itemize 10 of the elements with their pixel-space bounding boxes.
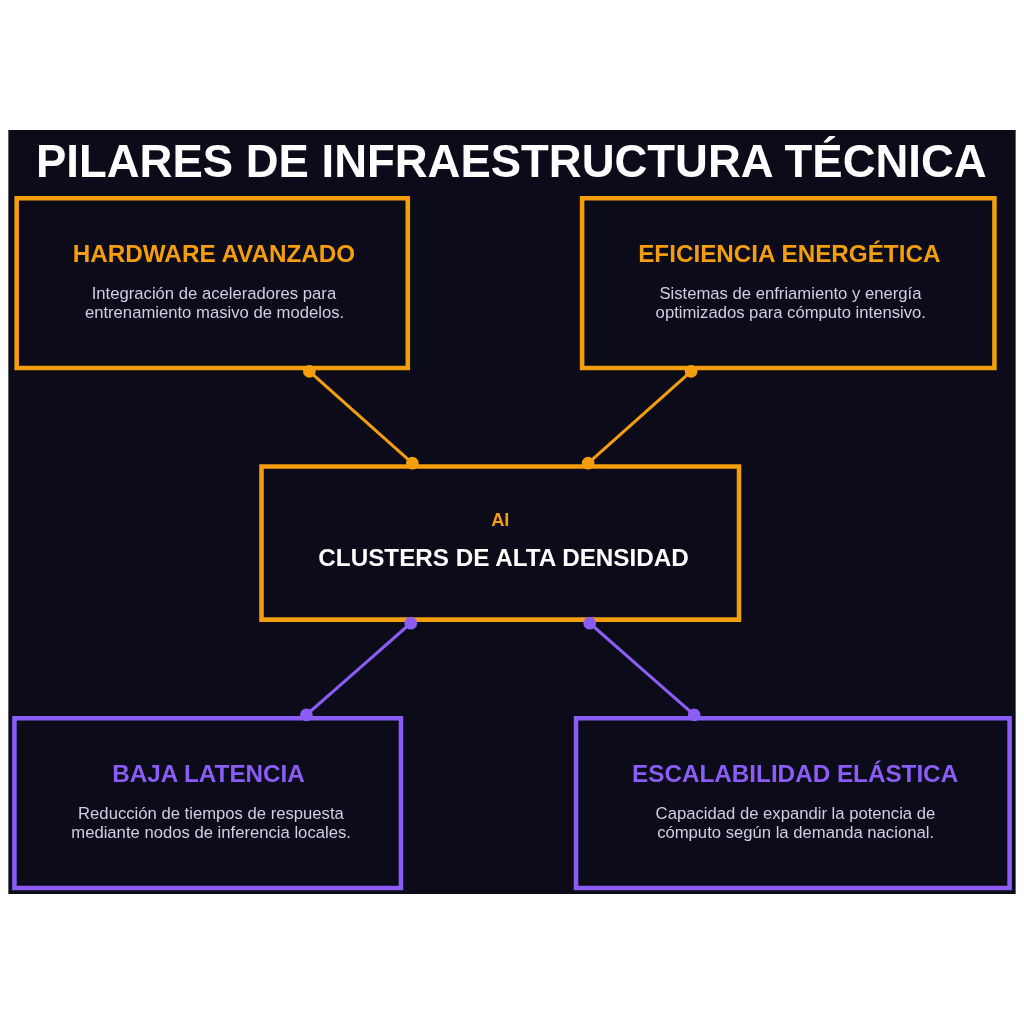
connector [583, 616, 701, 722]
node-box: HARDWARE AVANZADO Integración de aceleradores para entrenamiento masivo de modelos. [14, 195, 411, 371]
connector [300, 616, 418, 722]
node-box: ESCALABILIDAD ELÁSTICA Capacidad de expandir la potencia de cómputo según la demanda nacional. [573, 715, 1012, 891]
node-box: AI CLUSTERS DE ALTA DENSIDAD [259, 464, 742, 622]
node-box: BAJA LATENCIA Reducción de tiempos de respuesta mediante nodos de inferencia locales. [12, 715, 404, 891]
connector [303, 364, 419, 470]
diagram-title: PILARES DE INFRAESTRUCTURA TÉCNICA [36, 135, 987, 187]
connector [581, 364, 698, 470]
node-box: EFICIENCIA ENERGÉTICA Sistemas de enfriamiento y energía optimizados para cómputo intensivo. [579, 195, 997, 371]
